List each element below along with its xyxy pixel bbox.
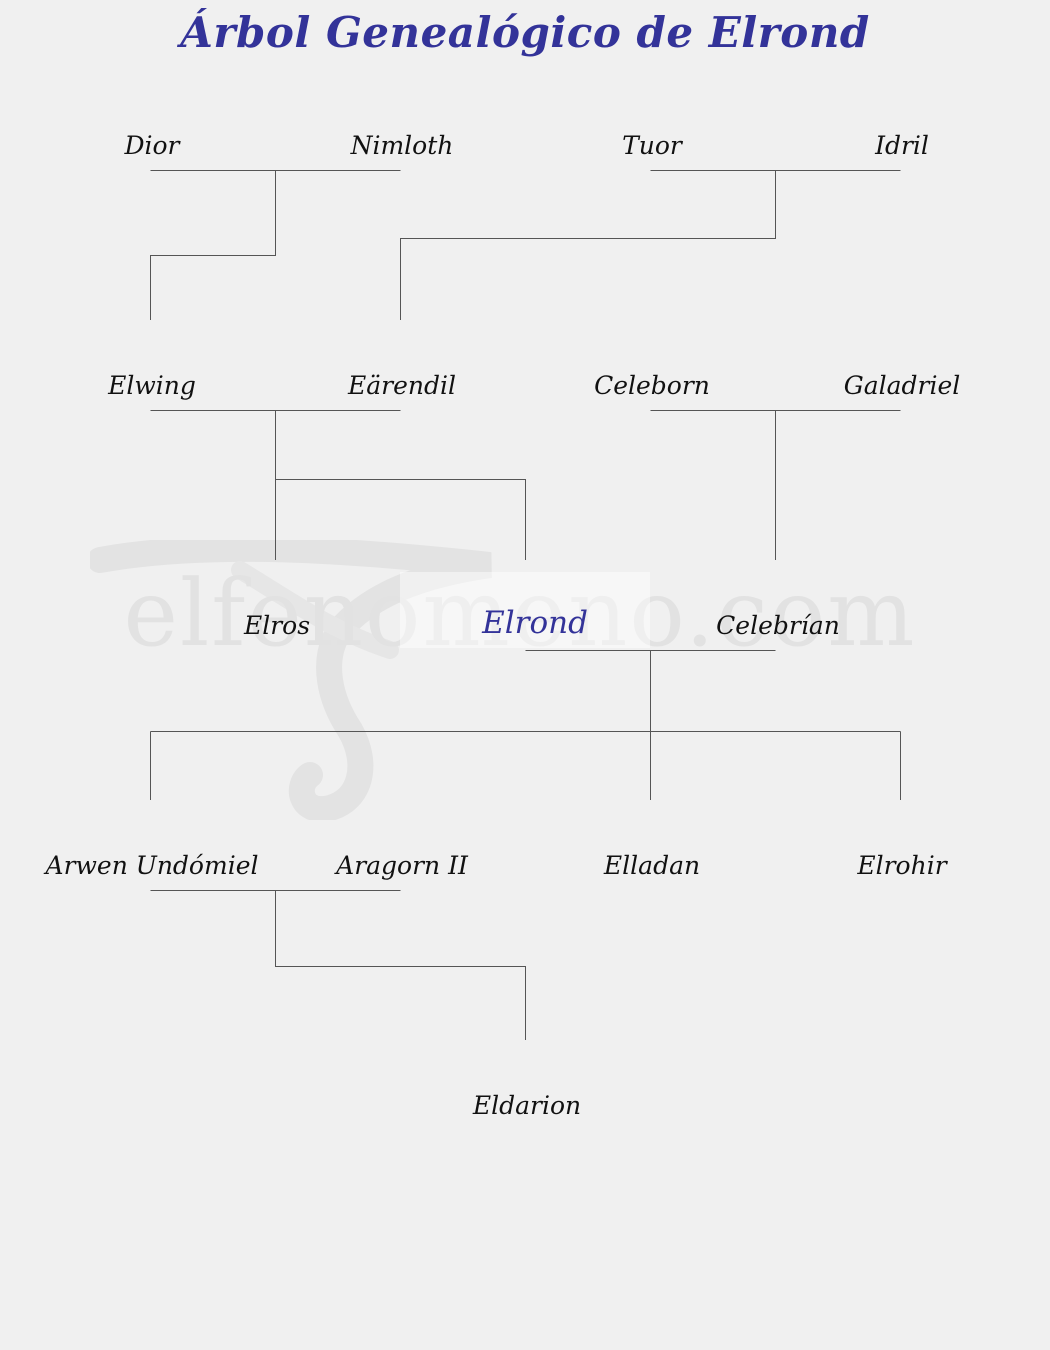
page-title: Árbol Genealógico de Elrond [180,8,870,57]
person-elrond: Elrond [482,605,588,641]
connector-elrond-celebrian [150,650,901,800]
connector-dior-nimloth [150,170,401,320]
person-nimloth: Nimloth [350,131,454,160]
person-elros: Elros [243,611,311,640]
person-elladan: Elladan [603,851,701,880]
person-eldarion: Eldarion [472,1091,582,1120]
person-galadriel: Galadriel [843,371,961,400]
person-celebrian: Celebrían [716,611,840,640]
person-idril: Idril [875,131,929,160]
person-celeborn: Celeborn [594,371,710,400]
connector-celeborn-galadriel [650,410,901,560]
person-earendil: Eärendil [348,371,456,400]
connector-arwen-aragorn [150,890,526,1040]
connector-elwing-earendil [150,410,526,560]
person-tuor: Tuor [622,131,682,160]
person-elrohir: Elrohir [857,851,947,880]
person-aragorn: Aragorn II [336,851,468,880]
person-elwing: Elwing [108,371,196,400]
person-arwen: Arwen Undómiel [45,851,259,880]
connector-tuor-idril [400,170,901,320]
person-dior: Dior [124,131,180,160]
elrond-highlight [400,572,650,648]
